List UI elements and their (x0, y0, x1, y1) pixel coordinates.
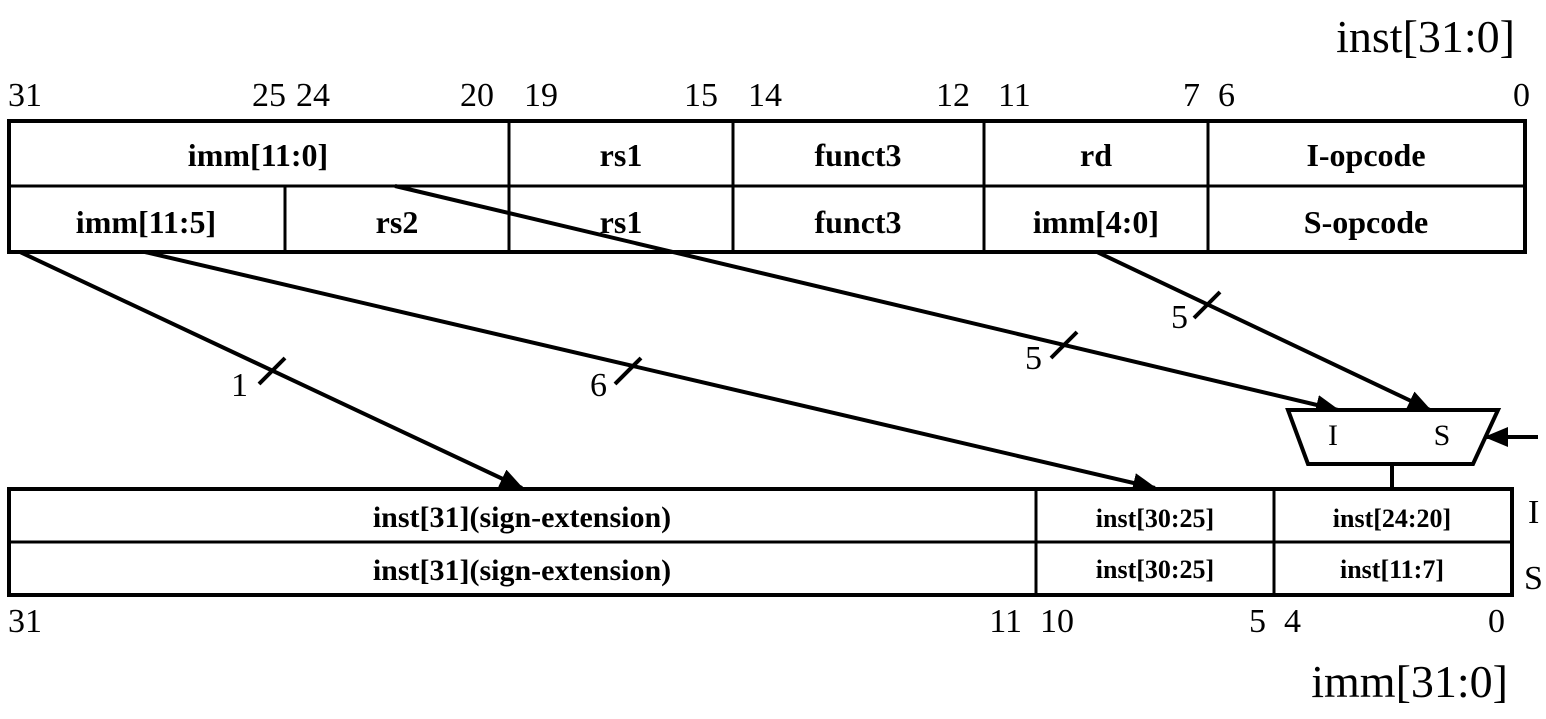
imm-i-bits-4-0: inst[24:20] (1333, 504, 1451, 533)
imm-i-sign-extension: inst[31](sign-extension) (373, 501, 671, 534)
bus-width-imm-11-5: 6 (590, 367, 607, 404)
imm-bit-numbers: 31 11 10 5 4 0 (8, 603, 1505, 640)
inst-bit-label: 19 (524, 77, 558, 114)
s-field-rs1: rs1 (600, 204, 643, 240)
inst-bit-numbers: 31 25 24 20 19 15 14 12 11 7 6 0 (8, 77, 1530, 114)
inst-bit-label: 15 (684, 77, 718, 114)
i-type-row: imm[11:0] rs1 funct3 rd I-opcode (188, 137, 1426, 173)
inst-bit-label: 7 (1183, 77, 1200, 114)
wires (19, 184, 1538, 493)
s-field-imm-low: imm[4:0] (1033, 204, 1159, 240)
imm-bit-label: 0 (1488, 603, 1505, 640)
s-type-row: imm[11:5] rs2 rs1 funct3 imm[4:0] S-opco… (76, 204, 1428, 240)
imm-bit-label: 31 (8, 603, 42, 640)
wire-s-imm-low (1096, 250, 1432, 412)
imm-i-bits-30-25: inst[30:25] (1096, 504, 1214, 533)
inst-bit-label: 11 (998, 77, 1031, 114)
inst-bit-label: 12 (936, 77, 970, 114)
i-field-rd: rd (1080, 137, 1112, 173)
bus-width-i-imm-low: 5 (1025, 340, 1042, 377)
i-field-rs1: rs1 (600, 137, 643, 173)
imm-row-label-i: I (1528, 494, 1539, 531)
instruction-format-table: imm[11:0] rs1 funct3 rd I-opcode imm[11:… (7, 119, 1527, 254)
imm-bit-label: 5 (1249, 603, 1266, 640)
inst-bit-label: 6 (1218, 77, 1235, 114)
inst-bit-label: 24 (296, 77, 330, 114)
imm-s-sign-extension: inst[31](sign-extension) (373, 554, 671, 587)
wire-imm-11-5 (144, 250, 1157, 493)
inst-bit-label: 25 (252, 77, 286, 114)
s-field-opcode: S-opcode (1304, 204, 1428, 240)
imm-bit-label: 10 (1040, 603, 1074, 640)
immediate-table: inst[31](sign-extension) inst[30:25] ins… (7, 487, 1543, 597)
i-field-opcode: I-opcode (1306, 137, 1425, 173)
inst-bit-label: 0 (1513, 77, 1530, 114)
inst-bit-label: 31 (8, 77, 42, 114)
s-field-rs2: rs2 (376, 204, 419, 240)
bus-width-s-imm-low: 5 (1171, 299, 1188, 336)
wire-i-imm-low (394, 184, 1340, 415)
imm-row-i: inst[31](sign-extension) inst[30:25] ins… (373, 501, 1451, 534)
imm-title: imm[31:0] (1311, 656, 1508, 707)
inst-title: inst[31:0] (1336, 11, 1515, 62)
bus-width-ticks: 1 6 5 5 (231, 290, 1222, 404)
imm-row-label-s: S (1524, 560, 1543, 597)
s-field-funct3: funct3 (814, 204, 901, 240)
mux-input-s: S (1434, 419, 1451, 452)
imm-s-bits-30-25: inst[30:25] (1096, 555, 1214, 584)
imm-bit-label: 4 (1284, 603, 1301, 640)
i-field-funct3: funct3 (814, 137, 901, 173)
mux-input-i: I (1328, 419, 1338, 452)
imm-s-bits-4-0: inst[11:7] (1340, 555, 1444, 584)
i-field-imm: imm[11:0] (188, 137, 328, 173)
imm-bit-label: 11 (989, 603, 1022, 640)
inst-bit-label: 20 (460, 77, 494, 114)
s-field-imm-high: imm[11:5] (76, 204, 216, 240)
inst-bit-label: 14 (748, 77, 782, 114)
bus-width-sign-bit: 1 (231, 367, 248, 404)
imm-row-s: inst[31](sign-extension) inst[30:25] ins… (373, 554, 1444, 587)
immediate-mux: I S (1285, 408, 1502, 466)
